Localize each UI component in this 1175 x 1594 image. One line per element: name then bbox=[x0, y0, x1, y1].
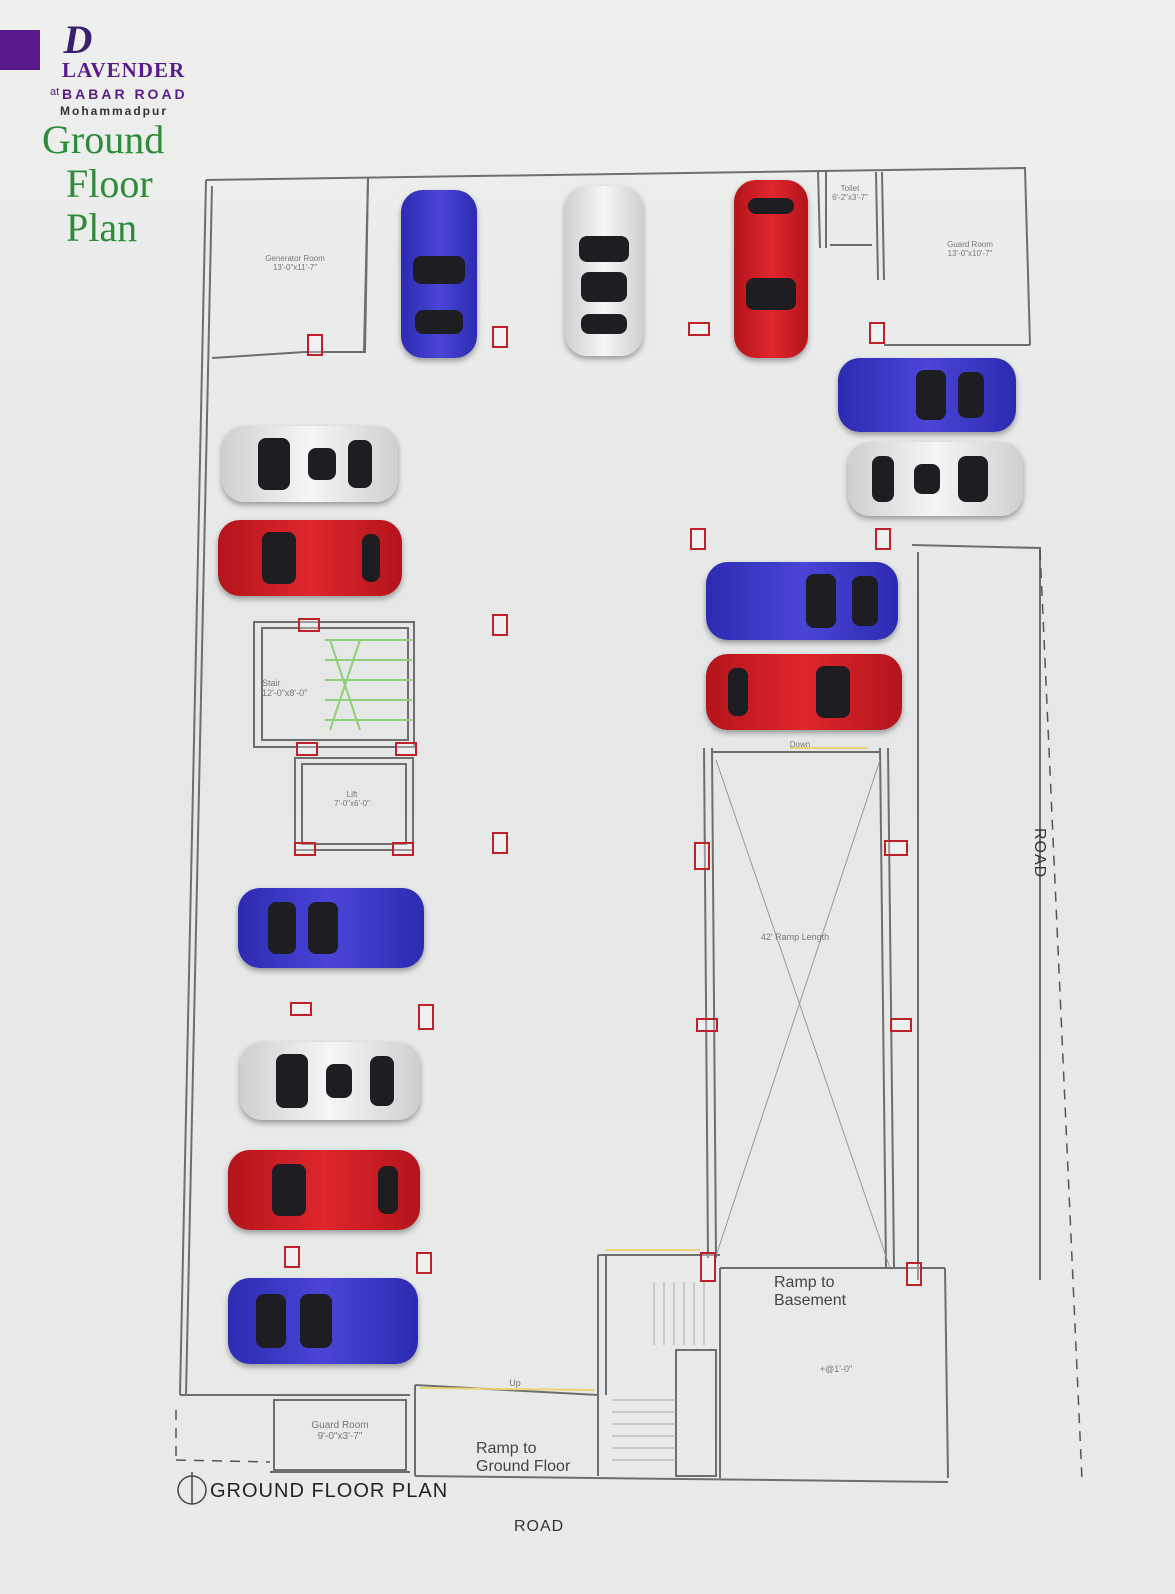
car-9 bbox=[706, 654, 902, 730]
column-marker bbox=[884, 840, 908, 856]
car-3 bbox=[734, 180, 808, 358]
column-marker bbox=[869, 322, 885, 344]
ramp-length-label: 42' Ramp Length bbox=[760, 932, 830, 942]
ramp-up-label: Up bbox=[509, 1378, 521, 1388]
brand-road: BABAR ROAD bbox=[62, 86, 188, 102]
car-12 bbox=[228, 1150, 420, 1230]
column-marker bbox=[690, 528, 706, 550]
brand-name: LAVENDER bbox=[62, 58, 186, 82]
page-title-line-3: Plan bbox=[66, 205, 138, 250]
car-1 bbox=[401, 190, 477, 358]
column-marker bbox=[298, 618, 320, 632]
car-7 bbox=[218, 520, 402, 596]
column-marker bbox=[307, 334, 323, 356]
car-10 bbox=[238, 888, 424, 968]
column-marker bbox=[694, 842, 710, 870]
brand-at: at bbox=[50, 86, 60, 98]
column-marker bbox=[284, 1246, 300, 1268]
car-11 bbox=[240, 1042, 420, 1120]
car-2 bbox=[565, 186, 643, 356]
car-8 bbox=[706, 562, 898, 640]
column-marker bbox=[290, 1002, 312, 1016]
column-marker bbox=[395, 742, 417, 756]
column-marker bbox=[418, 1004, 434, 1030]
column-marker bbox=[492, 614, 508, 636]
road-label-right: ROAD bbox=[1031, 828, 1048, 879]
column-marker bbox=[906, 1262, 922, 1286]
car-5 bbox=[848, 442, 1023, 516]
plan-caption: GROUND FLOOR PLAN bbox=[210, 1480, 449, 1502]
brand-color-tab bbox=[0, 30, 40, 70]
column-marker bbox=[416, 1252, 432, 1274]
car-13 bbox=[228, 1278, 418, 1364]
column-marker bbox=[700, 1252, 716, 1282]
brand-logo: D bbox=[63, 17, 93, 62]
car-4 bbox=[838, 358, 1016, 432]
column-marker bbox=[294, 842, 316, 856]
level-label: +@1'-0" bbox=[819, 1364, 853, 1374]
column-marker bbox=[696, 1018, 718, 1032]
column-marker bbox=[688, 322, 710, 336]
column-marker bbox=[296, 742, 318, 756]
car-6 bbox=[222, 426, 398, 502]
ramp-down-label: Down bbox=[789, 740, 811, 749]
page-title-line-1: Ground bbox=[42, 117, 165, 162]
brand-location: Mohammadpur bbox=[60, 104, 169, 118]
column-marker bbox=[890, 1018, 912, 1032]
column-marker bbox=[392, 842, 414, 856]
page-title-line-2: Floor bbox=[66, 161, 153, 206]
column-marker bbox=[492, 832, 508, 854]
column-marker bbox=[492, 326, 508, 348]
road-label-bottom: ROAD bbox=[514, 1518, 565, 1535]
column-marker bbox=[875, 528, 891, 550]
